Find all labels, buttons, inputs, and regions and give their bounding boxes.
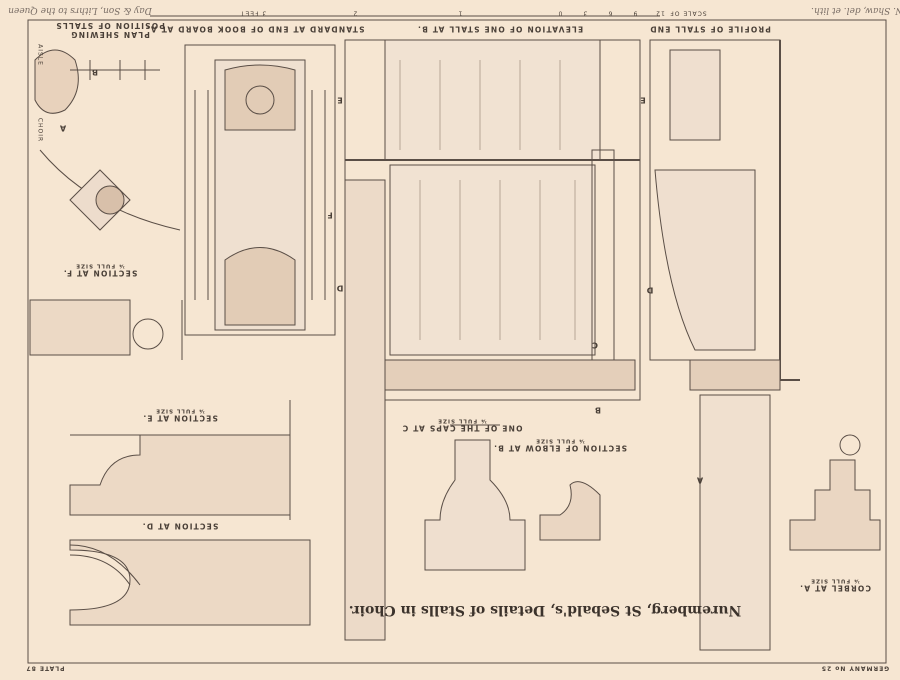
cap-c-title: ONE OF THE CAPS AT C — [401, 423, 523, 433]
scale-label: SCALE OF — [669, 9, 707, 17]
marker-e: E — [337, 95, 343, 105]
marker-b: B — [594, 405, 602, 415]
section-d-label: SECTION AT D. — [141, 521, 219, 531]
marker-choir: CHOIR — [36, 117, 44, 143]
marker-aisle: AISLE — [36, 44, 44, 66]
scale-tick: 2 — [352, 9, 358, 17]
scale-tick: 3 — [582, 9, 588, 17]
corbel-a-title: CORBEL AT A. — [798, 583, 872, 593]
marker-a: A — [696, 475, 704, 485]
standard-drawing — [184, 44, 336, 336]
scale-tick: 6 — [607, 9, 613, 17]
profile-label: PROFILE OF STALL END — [649, 24, 771, 34]
plan-drawing — [34, 49, 181, 231]
plate-title: Nuremberg, St Sebald's, Details of Stall… — [348, 602, 742, 618]
draughtsman-credit: R.N. Shaw, del. et lith. — [811, 5, 900, 15]
scale-unit: 3 FEET — [239, 9, 267, 17]
section-e-title: SECTION AT E. — [142, 413, 218, 423]
lithographer-credit: Day & Son, Lithrs to the Queen — [8, 5, 152, 15]
scale-tick: 0 — [557, 9, 563, 17]
plate-number: PLATE 87 — [25, 664, 65, 672]
corbel-drawing — [789, 434, 881, 551]
section-d-drawing — [69, 539, 311, 626]
plate-border — [27, 19, 887, 664]
series-number: GERMANY No 25 — [820, 664, 890, 672]
marker-d: D — [646, 285, 654, 295]
marker-f: F — [327, 210, 333, 220]
standard-label: STANDARD AT END OF BOOK BOARD AT A. — [145, 24, 365, 34]
marker-a: A — [59, 123, 67, 133]
elbow-b-label: SECTION OF ELBOW AT B.¼ FULL SIZE — [493, 438, 627, 453]
scale-tick: 9 — [632, 9, 638, 17]
scale-tick: 12 — [655, 9, 665, 17]
profile-drawing — [649, 39, 800, 651]
elevation-drawing — [344, 39, 641, 641]
marker-e: E — [640, 95, 646, 105]
marker-b: B — [91, 67, 99, 77]
cap-c-drawing — [424, 424, 526, 571]
section-f-label: SECTION AT F.¼ FULL SIZE — [63, 263, 138, 278]
scale-tick: 1 — [457, 9, 463, 17]
elbow-b-drawing — [539, 481, 601, 541]
section-f-title: SECTION AT F. — [62, 268, 138, 278]
corbel-a-label: CORBEL AT A.¼ FULL SIZE — [799, 578, 871, 593]
section-f-drawing — [29, 299, 183, 360]
marker-d: D — [336, 283, 344, 293]
marker-c: C — [592, 340, 598, 350]
section-e-label: SECTION AT E.¼ FULL SIZE — [142, 408, 218, 423]
elevation-label: ELEVATION OF ONE STALL AT B. — [416, 24, 584, 34]
section-e-drawing — [69, 400, 291, 520]
elbow-b-title: SECTION OF ELBOW AT B. — [492, 443, 628, 453]
